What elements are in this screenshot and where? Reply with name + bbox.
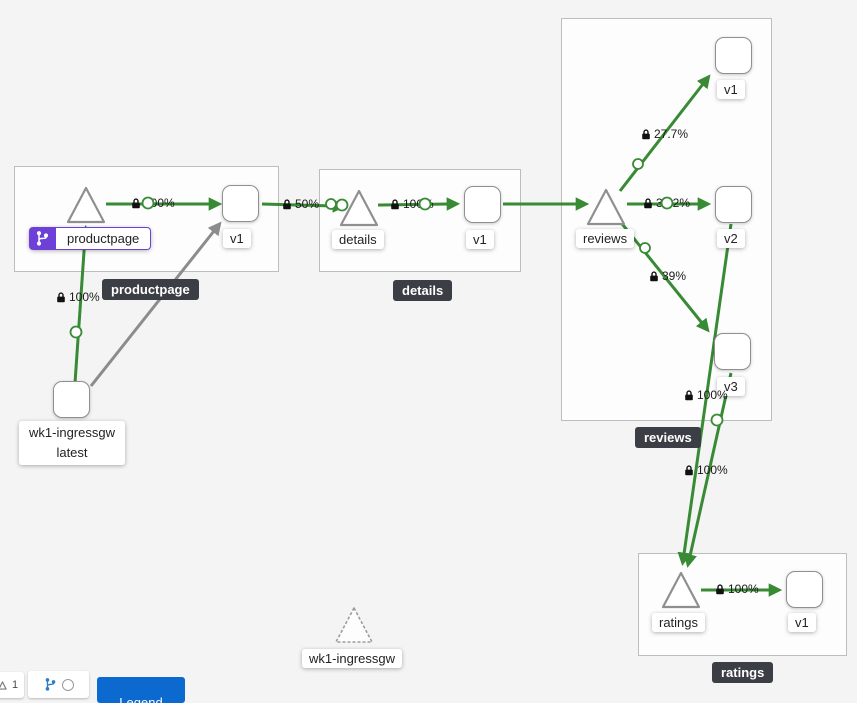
edge-label-reviews-to-v2[interactable]: 33.2% <box>643 196 690 210</box>
edge-percentage: 100% <box>69 290 100 304</box>
service-node-ratings[interactable] <box>659 569 703 611</box>
mtls-lock-icon <box>283 198 291 209</box>
edge-details-to-v1[interactable] <box>377 197 461 211</box>
workload-node-details-v1[interactable] <box>464 186 501 223</box>
edge-percentage: 27.7% <box>654 127 689 141</box>
edge-percentage: 39% <box>662 269 687 283</box>
mtls-lock-icon <box>650 270 658 281</box>
code-branch-icon <box>45 678 55 691</box>
service-node-details[interactable] <box>337 187 381 229</box>
edge-percentage: 100% <box>728 582 759 596</box>
edge-ingress-to-productpage-v1[interactable] <box>89 221 222 387</box>
mtls-lock-icon <box>642 128 650 139</box>
edge-v3-to-ratings[interactable] <box>683 372 733 568</box>
workload-node-reviews-v3[interactable] <box>714 333 751 370</box>
edge-percentage: 100% <box>697 388 728 402</box>
node-label-line2: latest <box>56 445 88 460</box>
code-branch-icon <box>36 231 49 246</box>
mtls-lock-icon <box>57 291 65 302</box>
node-label-idle-ingressgw[interactable]: wk1-ingressgw <box>302 649 402 668</box>
node-label-reviews-v3[interactable]: v3 <box>717 377 745 396</box>
workload-node-reviews-v2[interactable] <box>715 186 752 223</box>
edge-v1-to-details[interactable] <box>261 199 347 213</box>
edge-percentage: 33.2% <box>656 196 691 210</box>
group-tooltip-ratings: ratings <box>712 662 774 683</box>
node-label-ingressgw[interactable]: wk1-ingressgw latest <box>19 421 125 465</box>
triangle-count-icon <box>0 680 7 690</box>
edge-label-ratings-to-v1[interactable]: 100% <box>715 582 759 596</box>
edge-ingress-to-productpage[interactable] <box>73 224 92 384</box>
mtls-lock-icon <box>132 197 140 208</box>
mtls-lock-icon <box>716 583 724 594</box>
edge-v2-to-ratings[interactable] <box>677 223 733 567</box>
edge-percentage: 100% <box>697 463 728 477</box>
edge-label-ingress-to-productpage[interactable]: 100% <box>56 290 100 304</box>
mtls-lock-icon <box>685 464 693 475</box>
mtls-lock-icon <box>391 198 399 209</box>
legend-button[interactable]: Legend <box>97 677 185 703</box>
edge-label-details-to-v1[interactable]: 100% <box>390 197 434 211</box>
node-label-line1: wk1-ingressgw <box>29 425 115 440</box>
node-label-productpage-v1[interactable]: v1 <box>223 229 251 248</box>
node-label-reviews[interactable]: reviews <box>576 229 635 248</box>
service-node-idle-ingressgw[interactable] <box>332 604 376 646</box>
node-label-productpage-selected[interactable]: productpage <box>29 227 152 250</box>
group-tooltip-productpage: productpage <box>102 279 199 300</box>
mtls-lock-icon <box>685 389 693 400</box>
workload-node-ratings-v1[interactable] <box>786 571 823 608</box>
node-label-text: productpage <box>56 227 152 250</box>
workload-node-reviews-v1[interactable] <box>715 37 752 74</box>
group-tooltip-reviews: reviews <box>635 427 701 448</box>
node-label-reviews-v2[interactable]: v2 <box>717 229 745 248</box>
workload-node-productpage-v1[interactable] <box>222 185 259 222</box>
edge-percentage: 100% <box>403 197 434 211</box>
node-label-ratings-v1[interactable]: v1 <box>788 613 816 632</box>
edge-label-productpage-to-v1[interactable]: 100% <box>131 196 175 210</box>
edge-label-reviews-to-v3[interactable]: 39% <box>649 269 686 283</box>
graph-badge-chip[interactable] <box>28 671 89 698</box>
node-label-details[interactable]: details <box>332 230 384 249</box>
service-node-productpage[interactable] <box>64 184 108 226</box>
service-node-reviews[interactable] <box>584 186 628 228</box>
circle-indicator-icon <box>61 678 74 691</box>
edge-percentage: 50% <box>295 197 320 211</box>
node-label-details-v1[interactable]: v1 <box>466 230 494 249</box>
edge-reviews-to-v1[interactable] <box>618 74 711 192</box>
edge-percentage: 100% <box>144 196 175 210</box>
mtls-lock-icon <box>644 197 652 208</box>
edge-label-v2-to-ratings[interactable]: 100% <box>684 388 728 402</box>
virtual-service-badge <box>29 227 56 250</box>
edge-label-reviews-to-v1[interactable]: 27.7% <box>641 127 688 141</box>
edge-label-v3-to-ratings[interactable]: 100% <box>684 463 728 477</box>
node-count-chip[interactable]: 1 <box>0 672 24 698</box>
node-label-ratings[interactable]: ratings <box>652 613 706 632</box>
edge-label-v1-to-details[interactable]: 50% <box>282 197 319 211</box>
node-label-reviews-v1[interactable]: v1 <box>717 80 745 99</box>
workload-node-ingressgw[interactable] <box>53 381 90 418</box>
group-tooltip-details: details <box>393 280 453 301</box>
node-count: 1 <box>11 679 19 691</box>
